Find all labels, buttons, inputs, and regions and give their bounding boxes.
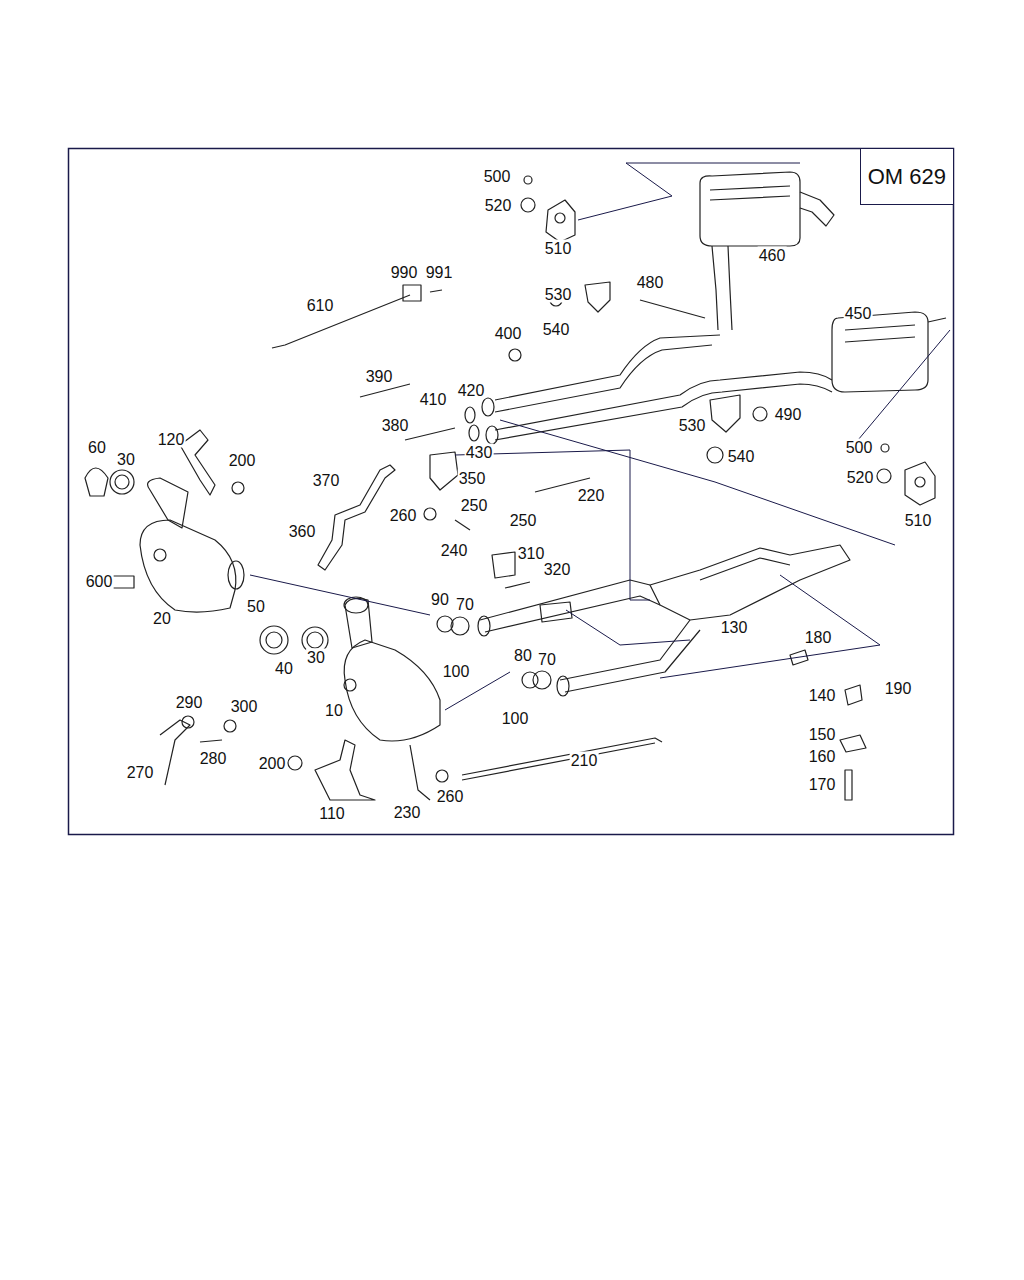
callout-number: 150 [808,726,837,743]
callout-number: 180 [804,629,833,646]
callout-number: 600 [85,573,114,590]
callout-number: 540 [727,448,756,465]
callout-number: 480 [636,274,665,291]
callout-number: 260 [436,788,465,805]
callout-number: 510 [904,512,933,529]
callout-number: 410 [419,391,448,408]
callout-number: 320 [543,561,572,578]
callout-number: 30 [306,649,326,666]
callout-number: 130 [720,619,749,636]
callout-number: 430 [465,444,494,461]
callout-number: 240 [440,542,469,559]
callout-number: 170 [808,776,837,793]
callout-number: 250 [460,497,489,514]
callout-number: 500 [845,439,874,456]
callout-number: 200 [228,452,257,469]
callout-number: 310 [517,545,546,562]
callout-number: 540 [542,321,571,338]
callout-number: 990 [390,264,419,281]
callout-number: 991 [425,264,454,281]
callout-number: 610 [306,297,335,314]
callout-number: 370 [312,472,341,489]
callout-number: 100 [442,663,471,680]
callout-number: 400 [494,325,523,342]
callout-number: 250 [509,512,538,529]
callout-number: 100 [501,710,530,727]
callout-number: 450 [844,305,873,322]
callout-number: 300 [230,698,259,715]
callout-number: 530 [544,286,573,303]
callout-number: 360 [288,523,317,540]
callout-number: 530 [678,417,707,434]
callout-number: 10 [324,702,344,719]
callout-number: 60 [87,439,107,456]
engine-code: OM 629 [868,164,946,190]
callout-number: 140 [808,687,837,704]
callout-number: 520 [846,469,875,486]
callout-number: 520 [484,197,513,214]
callout-number: 270 [126,764,155,781]
callout-number: 210 [570,752,599,769]
callout-number: 500 [483,168,512,185]
callout-number: 420 [457,382,486,399]
callout-number: 90 [430,591,450,608]
frame [69,149,954,835]
callout-number: 460 [758,247,787,264]
callout-number: 220 [577,487,606,504]
callout-number: 110 [318,805,346,822]
callout-number: 50 [246,598,266,615]
callout-number: 80 [513,647,533,664]
callout-number: 390 [365,368,394,385]
callout-number: 290 [175,694,204,711]
callout-number: 30 [116,451,136,468]
callout-number: 510 [544,240,573,257]
engine-code-box: OM 629 [860,148,954,205]
callout-number: 20 [152,610,172,627]
callout-number: 70 [537,651,557,668]
callout-number: 70 [455,596,475,613]
callout-number: 350 [458,470,487,487]
callout-number: 120 [157,431,186,448]
callout-number: 230 [393,804,422,821]
callout-number: 380 [381,417,410,434]
callout-number: 40 [274,660,294,677]
callout-number: 190 [884,680,913,697]
callout-number: 490 [774,406,803,423]
callout-number: 280 [199,750,228,767]
callout-number: 160 [808,748,837,765]
callout-number: 260 [389,507,418,524]
callout-number: 200 [258,755,287,772]
